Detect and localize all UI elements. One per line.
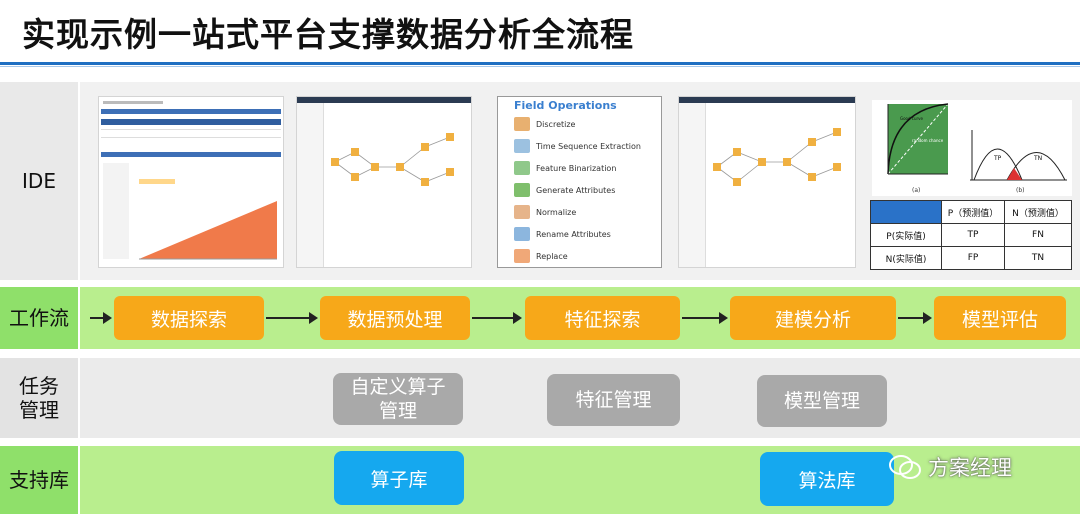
library-label-band bbox=[0, 446, 78, 514]
ide-label-band bbox=[0, 82, 78, 280]
field-op-discretize[interactable]: Discretize bbox=[514, 115, 575, 133]
flow-arrow-1 bbox=[266, 312, 318, 324]
flow-arrow-2 bbox=[472, 312, 522, 324]
table-header-bar bbox=[101, 109, 281, 114]
evaluation-curves-image: (a) Good curve random chance TP TN (b) bbox=[872, 100, 1072, 196]
watermark: 方案经理 bbox=[888, 452, 1012, 482]
title-underline bbox=[0, 62, 1080, 65]
time-sequence-icon bbox=[514, 139, 530, 153]
cm-row-p: P(实际值) bbox=[870, 223, 942, 247]
flow-arrow-start bbox=[90, 312, 112, 324]
node-palette bbox=[679, 103, 706, 267]
cm-fp: FP bbox=[941, 246, 1005, 270]
roc-caption-a: (a) bbox=[912, 187, 920, 194]
flow-arrow-4 bbox=[898, 312, 932, 324]
watermark-text: 方案经理 bbox=[928, 456, 1012, 480]
cm-tn: TN bbox=[1004, 246, 1072, 270]
normalize-icon bbox=[514, 205, 530, 219]
row-label-library: 支持库 bbox=[9, 468, 69, 492]
field-op-label: Normalize bbox=[536, 207, 577, 217]
model-graph-thumbnail bbox=[713, 128, 841, 186]
field-op-normalize[interactable]: Normalize bbox=[514, 203, 576, 221]
panel-header-bar bbox=[101, 152, 281, 157]
field-op-label: Time Sequence Extraction bbox=[536, 141, 641, 151]
cm-fn: FN bbox=[1004, 223, 1072, 247]
field-op-label: Feature Binarization bbox=[536, 163, 617, 173]
ide-screenshot-workflow-canvas[interactable] bbox=[296, 96, 472, 268]
field-op-label: Replace bbox=[536, 251, 568, 261]
field-op-label: Discretize bbox=[536, 119, 576, 129]
step-model-eval[interactable]: 模型评估 bbox=[934, 296, 1066, 340]
confusion-matrix-table: P（预测值） N（预测值） P(实际值) TP FN N(实际值) FP TN bbox=[870, 200, 1072, 270]
wechat-icon bbox=[889, 455, 921, 479]
dist-tn-label: TN bbox=[1033, 155, 1042, 162]
table-col-bar bbox=[101, 119, 281, 125]
field-operations-panel[interactable]: Field Operations Discretize Time Sequenc… bbox=[497, 96, 662, 268]
rename-attributes-icon bbox=[514, 227, 530, 241]
field-op-time-sequence[interactable]: Time Sequence Extraction bbox=[514, 137, 641, 155]
title-underline-thin bbox=[0, 66, 1080, 67]
workflow-label-band bbox=[0, 287, 78, 349]
roc-random-label: random chance bbox=[912, 138, 944, 143]
library-content-band bbox=[80, 446, 1080, 514]
cm-row-n: N(实际值) bbox=[870, 246, 942, 270]
workflow-graph-thumbnail bbox=[331, 133, 454, 186]
page-title: 实现示例一站式平台支撑数据分析全流程 bbox=[22, 15, 634, 54]
table-row-line bbox=[101, 137, 281, 138]
row-label-task-line1: 任务 bbox=[19, 374, 59, 398]
row-label-task: 任务 管理 bbox=[0, 358, 78, 438]
cm-header-p: P（预测值） bbox=[941, 200, 1005, 224]
dist-tp-label: TP bbox=[993, 155, 1002, 162]
ide-screenshot-data-explore[interactable] bbox=[98, 96, 284, 268]
option-highlight bbox=[139, 179, 175, 184]
field-op-generate-attributes[interactable]: Generate Attributes bbox=[514, 181, 615, 199]
cm-tp: TP bbox=[941, 223, 1005, 247]
step-feature-explore[interactable]: 特征探索 bbox=[525, 296, 680, 340]
cm-header-n: N（预测值） bbox=[1004, 200, 1072, 224]
task-label-band bbox=[0, 358, 78, 438]
custom-operator-label-2: 管理 bbox=[378, 400, 417, 422]
bar-chart-thumbnail bbox=[139, 201, 277, 260]
field-op-feature-binarization[interactable]: Feature Binarization bbox=[514, 159, 616, 177]
node-palette bbox=[297, 103, 324, 267]
binarization-icon bbox=[514, 161, 530, 175]
field-op-rename-attributes[interactable]: Rename Attributes bbox=[514, 225, 611, 243]
side-options bbox=[103, 163, 129, 259]
step-modeling[interactable]: 建模分析 bbox=[730, 296, 896, 340]
table-row-line bbox=[101, 129, 281, 130]
field-operations-title: Field Operations bbox=[514, 99, 617, 112]
step-data-preprocess[interactable]: 数据预处理 bbox=[320, 296, 470, 340]
row-label-workflow: 工作流 bbox=[9, 306, 69, 330]
generate-attributes-icon bbox=[514, 183, 530, 197]
row-label-ide: IDE bbox=[22, 169, 56, 193]
window-titlebar bbox=[679, 97, 855, 103]
roc-curve-label: Good curve bbox=[900, 116, 924, 121]
row-label-task-line2: 管理 bbox=[19, 398, 59, 422]
ide-screenshot-model-canvas[interactable] bbox=[678, 96, 856, 268]
dist-caption-b: (b) bbox=[1016, 187, 1025, 194]
field-op-label: Generate Attributes bbox=[536, 185, 616, 195]
discretize-icon bbox=[514, 117, 530, 131]
flow-arrow-3 bbox=[682, 312, 728, 324]
roc-curve-graphic: (a) Good curve random chance TP TN (b) bbox=[887, 103, 1067, 194]
custom-operator-mgmt-box[interactable]: 自定义算子 管理 bbox=[333, 373, 463, 425]
breadcrumb-bar bbox=[103, 101, 163, 104]
feature-mgmt-box[interactable]: 特征管理 bbox=[547, 374, 680, 426]
replace-icon bbox=[514, 249, 530, 263]
operator-library-box[interactable]: 算子库 bbox=[334, 451, 464, 505]
window-titlebar bbox=[297, 97, 471, 103]
cm-corner bbox=[870, 200, 942, 224]
field-op-replace[interactable]: Replace bbox=[514, 247, 568, 265]
algorithm-library-box[interactable]: 算法库 bbox=[760, 452, 894, 506]
step-data-explore[interactable]: 数据探索 bbox=[114, 296, 264, 340]
model-mgmt-box[interactable]: 模型管理 bbox=[757, 375, 887, 427]
field-op-label: Rename Attributes bbox=[536, 229, 611, 239]
custom-operator-label-1: 自定义算子 bbox=[350, 376, 446, 398]
